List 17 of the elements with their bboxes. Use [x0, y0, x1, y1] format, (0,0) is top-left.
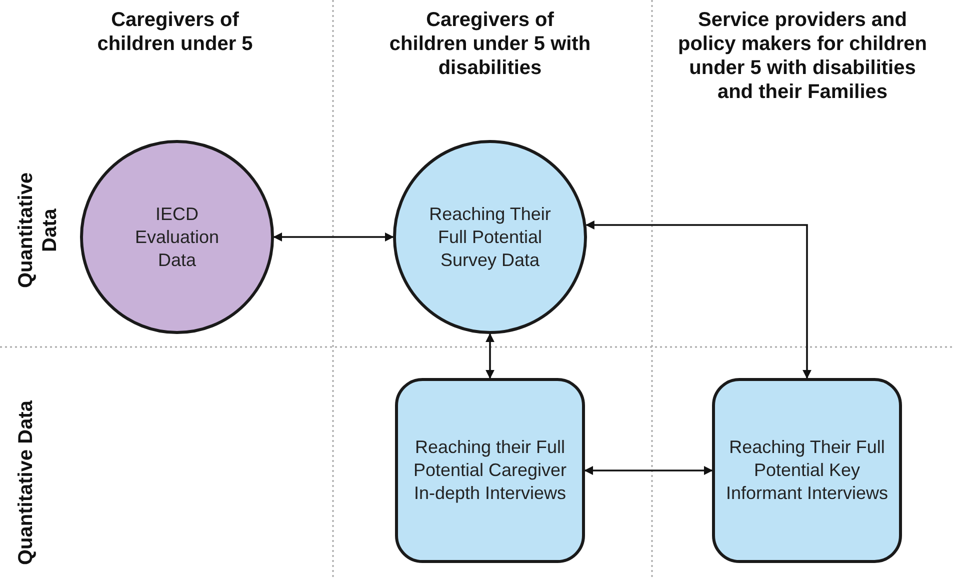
- arrow: [486, 333, 494, 379]
- arrow: [273, 232, 394, 242]
- arrow: [585, 220, 812, 379]
- node-label: Reaching Their Full Potential Survey Data: [428, 202, 552, 272]
- row-header: Quantitative Data: [14, 399, 38, 567]
- data-box: [395, 378, 585, 563]
- row-header: Quantitative Data: [14, 171, 62, 290]
- node-label: IECD Evaluation Data: [134, 202, 220, 272]
- column-header: Caregivers of children under 5 with disabilities: [388, 8, 592, 80]
- arrow: [584, 466, 713, 475]
- column-header: Service providers and policy makers for children under 5 with disabilities and their Families: [677, 8, 928, 104]
- data-box: [712, 378, 902, 563]
- column-header: Caregivers of children under 5: [96, 8, 254, 56]
- data-circle: [80, 140, 274, 334]
- node-label: Reaching Their Full Potential Key Informant Interviews: [724, 436, 890, 505]
- data-circle: [393, 140, 587, 334]
- node-label: Reaching their Full Potential Caregiver In-depth Interviews: [412, 436, 568, 505]
